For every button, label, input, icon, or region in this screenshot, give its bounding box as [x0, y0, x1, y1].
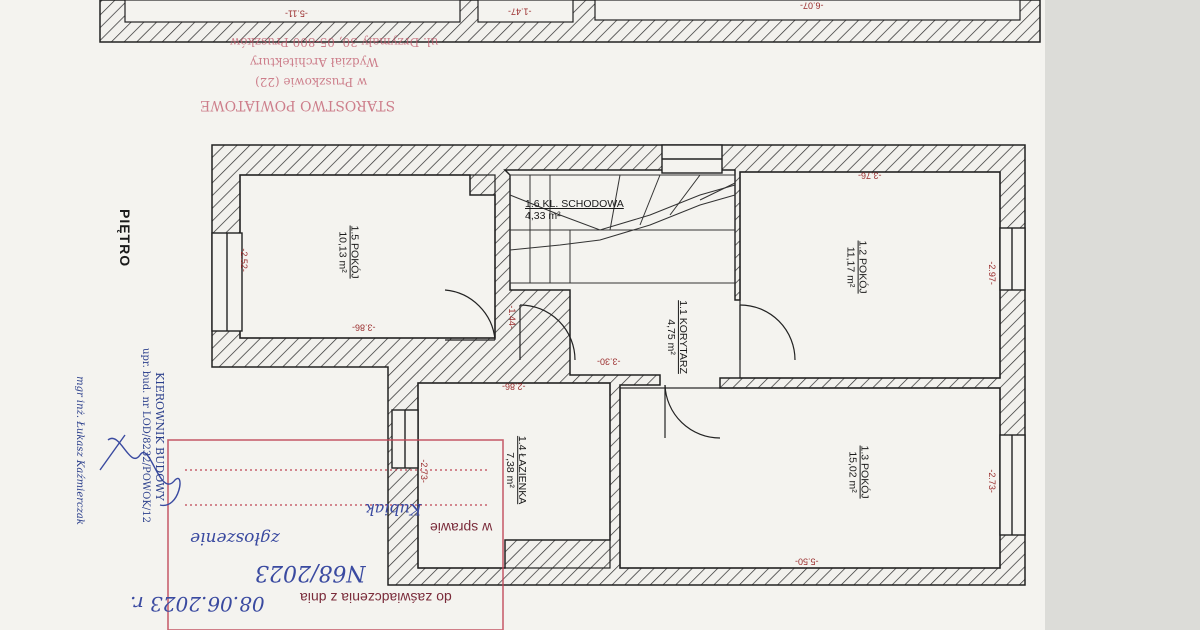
office-stamp-line: Wydział Architektury: [250, 55, 379, 69]
dimension-label: -2.97-: [986, 261, 997, 285]
corridor-label: 1.1 KORYTARZ 4,75 m²: [665, 300, 689, 374]
room-13-label: 1.3 POKÓJ 15,02 m²: [846, 445, 871, 499]
windows: [211, 144, 1026, 536]
floor-label: PIĘTRO: [117, 208, 134, 268]
dimension-label: -2.73-: [986, 469, 997, 493]
office-stamp-line: w Pruszkowie (22): [255, 75, 368, 89]
room-12-area: 11,17 m²: [844, 246, 857, 288]
room-15-area: 10,13 m²: [336, 231, 349, 273]
room-13-name: 1.3 POKÓJ: [858, 445, 871, 499]
room-13-area: 15,02 m²: [846, 451, 859, 493]
dimension-label: -1.44-: [506, 305, 517, 329]
corridor-area: 4,75 m²: [664, 319, 677, 355]
approval-box-signature: Kubiak: [365, 500, 422, 519]
approval-box-ref: N68/2023: [255, 560, 366, 585]
approval-box-note: zgłoszenie: [190, 528, 280, 548]
dimension-label: -2.73-: [418, 459, 429, 483]
manager-stamp-name: mgr inż. Łukasz Kaźmierczak: [73, 376, 85, 525]
upper-plan-fragment: [99, 0, 1041, 43]
doors: [444, 289, 796, 439]
bathroom-name: 1.4 ŁAZIENKA: [516, 435, 529, 505]
signature: [99, 434, 181, 506]
room-15-name: 1.5 POKÓJ: [348, 225, 361, 279]
room-12-label: 1.2 POKÓJ 11,17 m²: [844, 240, 869, 294]
dimension-label: -3.30-: [597, 356, 621, 367]
bathroom-area: 7,38 m²: [504, 452, 517, 488]
dimension-label: -2.86-: [502, 381, 526, 392]
bathroom-label: 1.4 ŁAZIENKA 7,38 m²: [504, 436, 528, 504]
staircase: [509, 174, 736, 284]
dimension-label: -2.52-: [238, 248, 249, 272]
dimension-label: -3.76-: [858, 170, 882, 181]
approval-box-date: 08.06.2023 r.: [130, 592, 265, 616]
dimension-label: -3.86-: [352, 322, 376, 333]
office-stamp-title: STAROSTWO POWIATOWE: [200, 97, 396, 113]
room-12-name: 1.2 POKÓJ: [856, 240, 869, 294]
approval-stamp-box: [167, 439, 504, 630]
room-stairs-label: 1.6 KL. SCHODOWA 4,33 m²: [525, 198, 624, 222]
approval-box-subject-label: w sprawie: [430, 520, 493, 536]
room-15-label: 1.5 POKÓJ 10,13 m²: [336, 225, 361, 279]
room-stairs-area: 4,33 m²: [525, 210, 561, 223]
office-stamp-line: ul. Drzymały 30, 05-800 Pruszków: [230, 35, 439, 49]
room-stairs-name: 1.6 KL. SCHODOWA: [525, 198, 624, 210]
dimension-label: -5.11-: [285, 8, 308, 19]
manager-stamp-permit: upr. bud. nr LOD/8232/POWOK/12: [139, 348, 151, 523]
dimension-label: -6.07-: [800, 0, 824, 11]
dimension-label: -5.50-: [795, 556, 819, 567]
manager-stamp-title: KIEROWNIK BUDOWY: [152, 372, 166, 501]
corridor-name: 1.1 KORYTARZ: [676, 300, 689, 374]
approval-box-date-label: do zaświadczenia z dnia: [300, 590, 452, 606]
dimension-label: -1.47-: [508, 6, 532, 17]
